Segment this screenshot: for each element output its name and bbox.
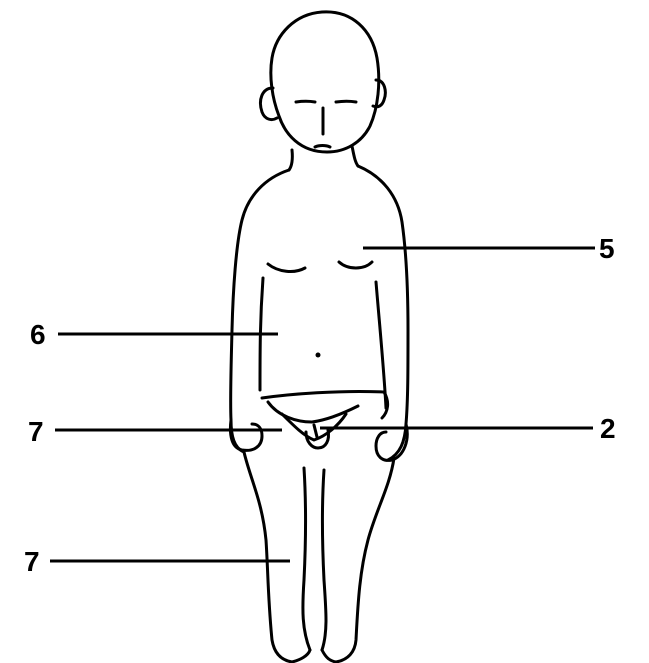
genital-tip <box>314 425 317 437</box>
left-foot <box>292 650 310 662</box>
right-arm-inner <box>376 282 386 408</box>
mouth <box>315 146 330 148</box>
left-hand <box>230 420 262 450</box>
head-outline <box>271 12 379 152</box>
callout-7-groin: 7 <box>28 416 282 447</box>
left-leg-outer <box>244 452 292 662</box>
neck-right <box>352 146 358 166</box>
right-eye <box>336 101 356 102</box>
right-foot <box>322 650 336 662</box>
right-leg-outer <box>336 458 394 662</box>
neck-left <box>289 150 292 170</box>
callout-7-thigh: 7 <box>24 546 290 577</box>
diaper-outline <box>268 402 358 422</box>
callout-label-5: 5 <box>599 233 615 264</box>
callout-6-abdomen: 6 <box>30 319 278 350</box>
callout-label-2: 2 <box>600 413 616 444</box>
callout-5-chest: 5 <box>363 233 615 264</box>
callout-label-7-thigh: 7 <box>24 546 40 577</box>
left-nipple <box>268 264 305 271</box>
callout-label-7-groin: 7 <box>28 416 44 447</box>
callout-label-6: 6 <box>30 319 46 350</box>
navel <box>316 353 321 358</box>
left-leg-inner <box>303 468 310 650</box>
left-eye <box>296 101 315 102</box>
right-leg-inner <box>322 470 326 650</box>
right-nipple <box>339 262 372 268</box>
callout-2-genitals: 2 <box>320 413 616 444</box>
body-outline <box>230 12 408 662</box>
